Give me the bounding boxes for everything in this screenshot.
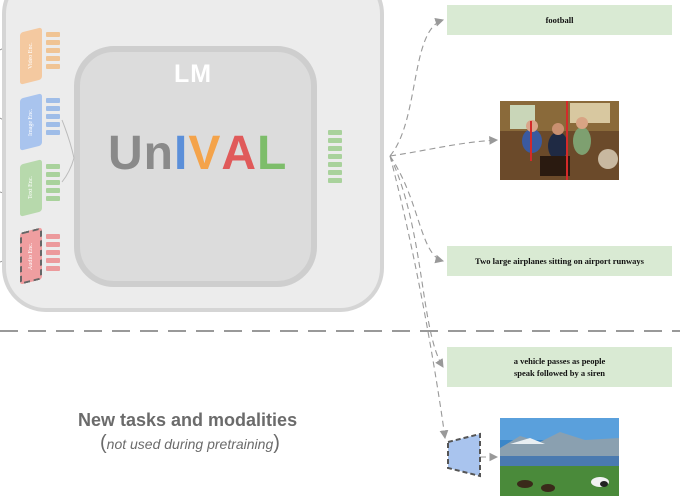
- encoder-token: [46, 180, 60, 185]
- output-token: [328, 130, 342, 135]
- scene-image-landscape: [500, 418, 619, 496]
- encoder-token: [46, 250, 60, 255]
- encoder-arrow: [61, 119, 75, 159]
- unival-letter: A: [221, 127, 258, 180]
- encoder-to-lm-arrows: [61, 119, 75, 183]
- encoder-token: [46, 172, 60, 177]
- audio-caption-line2: speak followed by a siren: [514, 368, 605, 378]
- airplanes-output-box: Two large airplanes sitting on airport r…: [447, 246, 672, 276]
- new-tasks-subtitle-text: not used during pretraining: [106, 436, 274, 452]
- audio-caption-line1: a vehicle passes as people: [513, 355, 606, 366]
- encoder-token: [46, 64, 60, 69]
- encoder-token: [46, 106, 60, 111]
- encoder-token: [46, 258, 60, 263]
- encoder-token: [46, 32, 60, 37]
- encoder-token: [46, 234, 60, 239]
- audio-caption-output-box: a vehicle passes as people speak followe…: [447, 347, 672, 387]
- connector-football: [389, 18, 445, 157]
- output-token: [328, 170, 342, 175]
- unival-letter: U: [108, 127, 144, 180]
- encoder-token: [46, 188, 60, 193]
- encoder-arrow: [61, 157, 75, 183]
- connector-airplanes: [389, 155, 445, 264]
- scene-image-people: [500, 101, 619, 180]
- encoder-token: [46, 130, 60, 135]
- connector-image: [389, 136, 499, 157]
- encoder-token: [46, 48, 60, 53]
- unival-letter: V: [188, 127, 222, 180]
- connector-audio: [389, 155, 444, 368]
- encoder-token: [46, 98, 60, 103]
- new-tasks-title: New tasks and modalities: [78, 410, 298, 430]
- encoder-token: [46, 56, 60, 61]
- encoder-token: [46, 266, 60, 271]
- lm-label: LM: [174, 60, 213, 88]
- unival-letter: L: [257, 127, 288, 180]
- output-token: [328, 154, 342, 159]
- football-output-box: football: [447, 5, 672, 35]
- lm-block: [74, 46, 317, 287]
- open-paren: (: [100, 432, 107, 454]
- output-token: [328, 146, 342, 151]
- close-paren: ): [273, 432, 280, 454]
- encoder-token: [46, 122, 60, 127]
- output-token: [328, 178, 342, 183]
- unival-title: UnIVAL: [108, 126, 287, 181]
- encoder-token: [46, 164, 60, 169]
- encoder-token: [46, 242, 60, 247]
- encoder-token: [46, 196, 60, 201]
- connector-new-encoder: [389, 155, 449, 440]
- unival-letter: I: [174, 127, 189, 180]
- encoder-token: [46, 40, 60, 45]
- new-tasks-subtitle: (not used during pretraining): [100, 432, 280, 455]
- output-token: [328, 138, 342, 143]
- encoder-token: [46, 114, 60, 119]
- new-modality-encoder: [447, 432, 481, 478]
- unival-letter: n: [143, 127, 174, 180]
- output-token: [328, 162, 342, 167]
